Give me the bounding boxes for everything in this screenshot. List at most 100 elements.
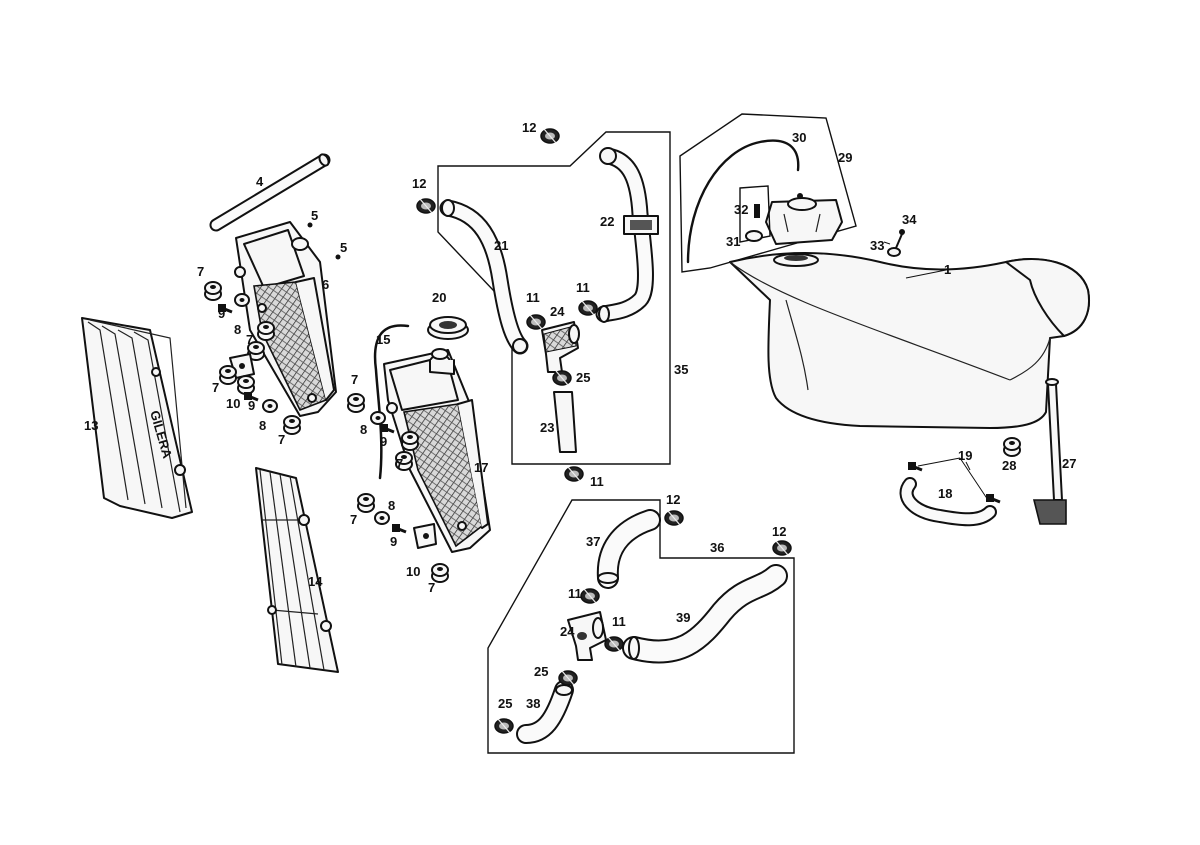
part-12-clamp-a [540,128,560,144]
callout-6: 6 [322,277,329,292]
callout-37: 37 [586,534,600,549]
part-5-screws [307,222,341,260]
part-39-hose [622,564,788,664]
part-27-fuel-tap [1032,378,1067,525]
callout-8c: 8 [360,422,367,437]
lower-hose-kit-frame [487,499,795,754]
part-17-right-radiator [383,349,491,553]
part-22-hose-with-valve [595,147,659,323]
callout-8d: 8 [388,498,395,513]
part-12-clamp-b [416,198,436,214]
part-25-clamp-upper [552,370,572,386]
callout-7c: 7 [212,380,219,395]
callout-13: 13 [84,418,98,433]
callout-25b: 25 [534,664,548,679]
callout-4: 4 [256,174,264,189]
part-12-clamp-d [772,540,792,556]
part-23-hose [553,391,577,453]
callout-14: 14 [308,574,323,589]
callout-21: 21 [494,238,508,253]
callout-7h: 7 [428,580,435,595]
callout-7e: 7 [351,372,358,387]
part-11-clamp-c [564,466,584,482]
part-38-hose [516,680,574,744]
callout-11d: 11 [568,586,582,601]
callout-33: 33 [870,238,884,253]
part-30-vent-tube [686,139,800,264]
callout-7f: 7 [396,456,403,471]
part-29-fuel-cap [765,193,843,245]
callout-28: 28 [1002,458,1016,473]
callout-9d: 9 [390,534,397,549]
leader-lines [883,241,989,501]
part-25-clamp-b [494,718,514,734]
callout-11c: 11 [590,474,604,489]
part-25-clamp-a [558,670,578,686]
callout-36: 36 [710,540,724,555]
callout-9c: 9 [380,434,387,449]
callout-15: 15 [376,332,390,347]
part-18-fuel-line [899,477,997,527]
callout-7b: 7 [246,332,253,347]
left-radiator-mounting-hardware [204,281,301,435]
callout-12b: 12 [412,176,426,191]
callout-7g: 7 [350,512,357,527]
callout-39: 39 [676,610,690,625]
upper-hose-kit-frame [437,131,671,465]
callout-1: 1 [944,262,951,277]
callout-12a: 12 [522,120,536,135]
callout-12d: 12 [772,524,786,539]
callout-27: 27 [1062,456,1076,471]
callout-32: 32 [734,202,748,217]
callout-38: 38 [526,696,540,711]
callout-7a: 7 [197,264,204,279]
part-11-clamp-e [604,636,624,652]
callout-11b: 11 [576,280,590,295]
callout-12c: 12 [666,492,680,507]
tank-cap-kit-frame [679,113,857,273]
callout-9b: 9 [248,398,255,413]
callout-30: 30 [792,130,806,145]
callout-8a: 8 [234,322,241,337]
part-11-clamp-b [578,300,598,316]
callout-31: 31 [726,234,740,249]
callout-11a: 11 [526,290,540,305]
callout-7d: 7 [278,432,285,447]
part-20-radiator-cap [427,316,469,360]
callout-25a: 25 [576,370,590,385]
callout-20: 20 [432,290,446,305]
callout-22: 22 [600,214,614,229]
part-4-hose [209,153,331,232]
callout-10a: 10 [226,396,240,411]
callout-29: 29 [838,150,852,165]
part-15-overflow-tube [373,324,410,480]
callout-9a: 9 [218,306,225,321]
callout-5b: 5 [340,240,347,255]
callout-8b: 8 [259,418,266,433]
part-28-grommet [1003,437,1021,457]
callout-24a: 24 [550,304,565,319]
callout-5a: 5 [311,208,318,223]
part-21-hose [439,199,529,355]
callout-25c: 25 [498,696,512,711]
part-19-clip [906,460,1002,504]
part-12-clamp-c [664,510,684,526]
callout-35: 35 [674,362,688,377]
callout-24b: 24 [560,624,575,639]
part-24-t-fitting-lower [567,611,607,661]
callout-23: 23 [540,420,554,435]
part-11-clamp-d [580,588,600,604]
part-1-fuel-tank [729,252,1090,429]
part-24-t-fitting-upper [541,321,580,373]
part-14-radiator-grille [255,467,339,673]
part-13-radiator-guard: GILERA [81,317,193,519]
part-31-32-cap-fittings [739,185,771,243]
part-37-hose [596,509,661,589]
part-11-clamp-a [526,314,546,330]
callout-34: 34 [902,212,917,227]
callout-10b: 10 [406,564,420,579]
callout-labels: 1 4 5 5 6 7 9 8 7 7 10 9 8 7 13 14 15 20… [84,120,1076,711]
right-radiator-mounting-hardware [347,393,449,583]
part-33-34-screw-washer [887,229,905,257]
